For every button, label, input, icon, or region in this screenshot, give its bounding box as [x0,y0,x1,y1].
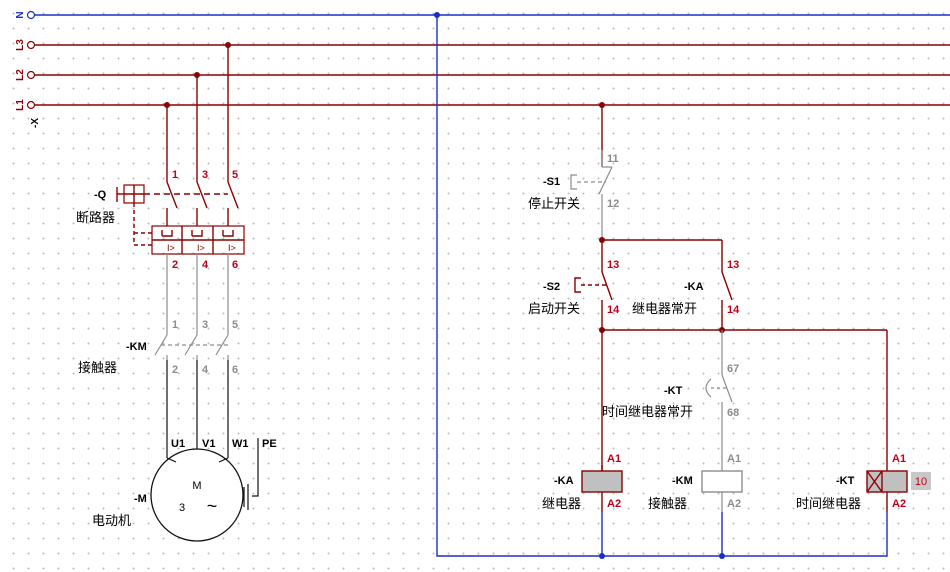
motor-name: 电动机 [92,514,131,529]
main-contactor-contacts[interactable] [154,334,229,360]
rail-l3[interactable] [26,40,950,50]
contactor-pin-top-5: 5 [232,319,238,331]
timer-coil[interactable] [866,470,931,512]
contactor-pin-top-3: 3 [202,319,208,331]
rail-l1[interactable] [26,100,950,110]
stop-switch[interactable] [570,150,613,240]
timer-coil-name: 时间继电器 [796,497,861,512]
breaker-pin-bottom-6: 6 [232,259,238,271]
start-switch-tag: -S2 [543,281,560,293]
contactor-coil-pin-a1: A1 [727,453,741,465]
motor[interactable] [150,438,259,542]
relay-coil-pin-a1: A1 [607,453,621,465]
breaker-pin-top-1: 1 [172,169,178,181]
relay-no-pin-bottom: 14 [727,304,740,316]
breaker-pin-top-3: 3 [202,169,208,181]
motor-tag: -M [134,493,147,505]
circuit-breaker[interactable]: I> I> I> [116,181,245,255]
contactor-name: 接触器 [78,360,117,376]
breaker-pin-bottom-2: 2 [172,259,178,271]
contactor-pin-top-1: 1 [172,319,178,331]
motor-letter: M [192,480,201,492]
contactor-pin-bottom-2: 2 [172,364,178,376]
rail-l2[interactable] [26,70,950,80]
motor-terminal-v1: V1 [202,438,215,450]
motor-terminal-u1: U1 [171,438,185,450]
contactor-coil-name: 接触器 [648,496,687,512]
rail-n-label: N [15,11,26,18]
relay-coil[interactable] [581,465,623,512]
start-switch-pin-bottom: 14 [607,304,620,316]
relay-coil-pin-a2: A2 [607,498,621,510]
timer-coil-pin-a2: A2 [892,498,906,510]
contactor-pin-bottom-6: 6 [232,364,238,376]
contactor-tag: -KM [126,341,147,353]
contactor-pin-bottom-4: 4 [202,364,209,376]
motor-phase: 3 [179,502,185,514]
relay-no-contact[interactable] [721,271,733,330]
svg-text:I>: I> [197,243,205,253]
relay-coil-tag: -KA [554,475,574,487]
timer-coil-pin-a1: A1 [892,453,906,465]
rail-l3-label: L3 [15,39,26,51]
stop-switch-pin-top: 11 [607,153,619,165]
svg-text:I>: I> [228,243,236,253]
neutral-return-wire [436,15,888,557]
relay-no-pin-top: 13 [727,259,739,271]
stop-switch-tag: -S1 [543,176,560,188]
timer-value: 10 [915,476,927,488]
contactor-coil[interactable] [701,470,743,512]
motor-terminal-pe: PE [262,438,277,450]
relay-no-tag: -KA [684,281,704,293]
start-switch[interactable] [574,271,613,330]
contactor-coil-pin-a2: A2 [727,498,741,510]
relay-coil-name: 继电器 [542,497,581,512]
stop-switch-pin-bottom: 12 [607,198,619,210]
start-switch-name: 启动开关 [528,302,580,317]
breaker-pin-top-5: 5 [232,169,238,181]
timer-no-pin-bottom: 68 [727,407,739,419]
timer-no-name: 时间继电器常开 [602,405,693,420]
timer-no-contact[interactable] [705,330,733,472]
svg-text:I>: I> [167,243,175,253]
contactor-coil-tag: -KM [672,475,693,487]
rail-l1-label: L1 [15,99,26,111]
rail-n[interactable] [26,10,950,20]
motor-ac-symbol: ~ [207,496,218,516]
timer-no-pin-top: 67 [727,363,739,375]
stop-switch-name: 停止开关 [528,196,580,212]
rail-l2-label: L2 [15,69,26,81]
connector-label: -X [30,118,41,128]
timer-value-box[interactable] [911,472,931,490]
breaker-name: 断路器 [76,210,115,226]
breaker-pin-bottom-4: 4 [202,259,209,271]
timer-coil-tag: -KT [836,475,855,487]
start-switch-pin-top: 13 [607,259,619,271]
breaker-tag: -Q [94,189,107,201]
timer-no-tag: -KT [664,385,683,397]
relay-no-name: 继电器常开 [632,302,697,317]
motor-terminal-w1: W1 [232,438,249,450]
